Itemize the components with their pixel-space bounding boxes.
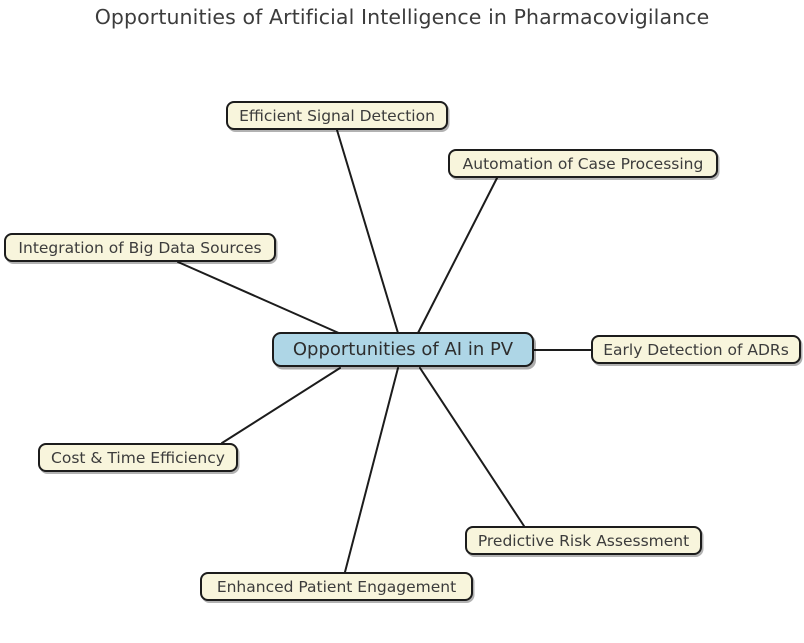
node-label: Predictive Risk Assessment [477,531,690,550]
edge-predictive-risk-assessment [419,367,525,527]
edge-enhanced-patient-engagement [344,367,399,573]
node-label: Early Detection of ADRs [603,340,789,359]
node-label: Integration of Big Data Sources [18,238,262,257]
page-title: Opportunities of Artificial Intelligence… [94,5,710,29]
node-label: Cost & Time Efficiency [51,448,225,467]
node-predictive-risk-assessment[interactable]: Predictive Risk Assessment [465,526,702,555]
node-label: Automation of Case Processing [462,154,704,173]
node-label: Efficient Signal Detection [239,106,435,125]
node-label: Enhanced Patient Engagement [216,577,457,596]
center-node-label: Opportunities of AI in PV [292,339,514,360]
node-early-detection-of-adrs[interactable]: Early Detection of ADRs [591,335,801,364]
node-enhanced-patient-engagement[interactable]: Enhanced Patient Engagement [200,572,473,601]
node-center-opportunities-of-ai-in-pv[interactable]: Opportunities of AI in PV [272,332,534,367]
edge-automation-of-case-processing [417,177,498,334]
edge-efficient-signal-detection [336,129,399,334]
node-efficient-signal-detection[interactable]: Efficient Signal Detection [226,101,448,130]
node-integration-of-big-data-sources[interactable]: Integration of Big Data Sources [4,233,276,262]
edge-cost-time-efficiency [221,367,341,444]
node-cost-time-efficiency[interactable]: Cost & Time Efficiency [38,443,238,472]
node-automation-of-case-processing[interactable]: Automation of Case Processing [448,149,718,178]
edge-integration-of-big-data-sources [177,261,351,339]
